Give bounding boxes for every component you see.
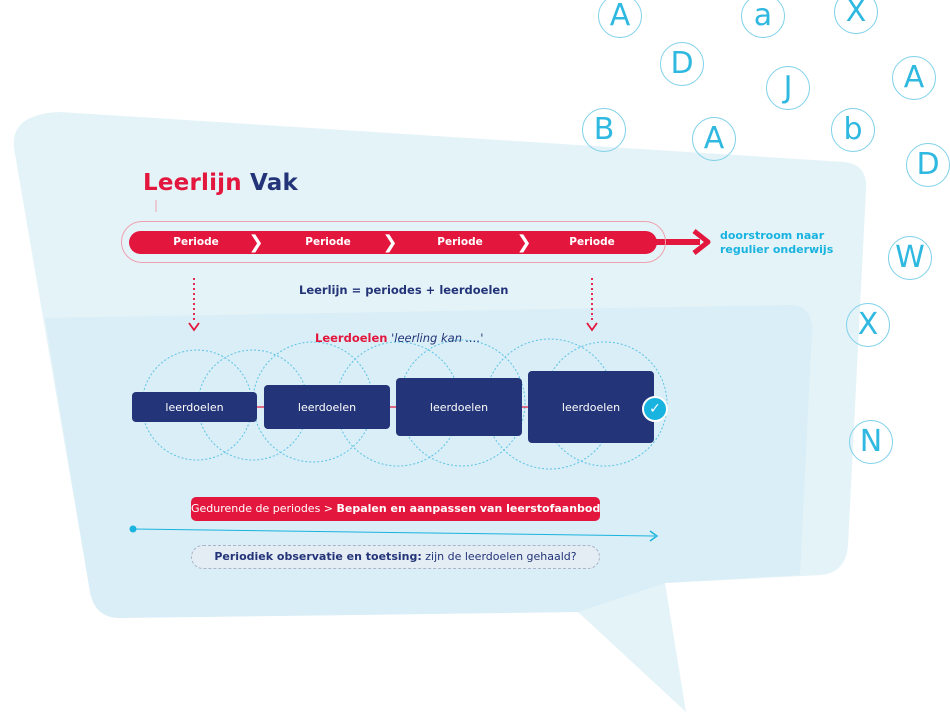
goal-label: leerdoelen bbox=[165, 400, 224, 414]
period-bar bbox=[129, 231, 657, 254]
flow-label-line2: regulier onderwijs bbox=[720, 243, 834, 256]
period-label: Periode bbox=[569, 236, 615, 248]
inner-panel-shape bbox=[45, 305, 812, 618]
period-frame bbox=[121, 221, 666, 263]
process-prefix: Gedurende de periodes > bbox=[191, 502, 337, 515]
page-title: Leerlijn Vak bbox=[143, 170, 298, 196]
goal-box: leerdoelen bbox=[264, 385, 390, 429]
observation-rest: zijn de leerdoelen gehaald? bbox=[421, 550, 577, 563]
subtitle-quote: 'leerling kan ....' bbox=[391, 331, 484, 345]
goal-box: leerdoelen bbox=[396, 378, 522, 436]
checkmark-icon: ✓ bbox=[642, 396, 668, 422]
goal-label: leerdoelen bbox=[429, 400, 489, 414]
chevron-right-icon: ❯ bbox=[382, 232, 398, 253]
subtitle-leerdoelen: Leerdoelen bbox=[315, 331, 388, 345]
title-leerlijn: Leerlijn bbox=[143, 170, 242, 196]
equation-text: Leerlijn = periodes + leerdoelen bbox=[299, 283, 509, 297]
flow-label-line1: doorstroom naar bbox=[720, 229, 825, 242]
period-label: Periode bbox=[173, 236, 219, 248]
chevron-right-icon: ❯ bbox=[516, 232, 532, 253]
red-flow-arrow-head bbox=[692, 229, 711, 255]
process-bar: Gedurende de periodes > Bepalen en aanpa… bbox=[191, 497, 600, 521]
timeline-arrow-head bbox=[649, 530, 659, 542]
goal-label: leerdoelen bbox=[297, 400, 357, 414]
period-label: Periode bbox=[437, 236, 483, 248]
arrow-head-left bbox=[188, 322, 200, 332]
observation-bold: Periodiek observatie en toetsing: bbox=[214, 550, 422, 563]
goal-label: leerdoelen bbox=[561, 400, 621, 414]
title-vak: Vak bbox=[250, 170, 299, 196]
period-label: Periode bbox=[305, 236, 351, 248]
arrow-head-right bbox=[586, 322, 598, 332]
chevron-right-icon: ❯ bbox=[248, 232, 264, 253]
timeline-line bbox=[132, 528, 656, 537]
goals-subtitle: Leerdoelen 'leerling kan ....' bbox=[315, 331, 483, 345]
observation-pill: Periodiek observatie en toetsing: zijn d… bbox=[191, 545, 600, 569]
process-bold: Bepalen en aanpassen van leerstofaanbod bbox=[336, 502, 601, 515]
flow-label: doorstroom naar regulier onderwijs bbox=[720, 229, 833, 257]
goal-box: leerdoelen bbox=[528, 371, 654, 443]
goal-box: leerdoelen bbox=[132, 392, 257, 422]
